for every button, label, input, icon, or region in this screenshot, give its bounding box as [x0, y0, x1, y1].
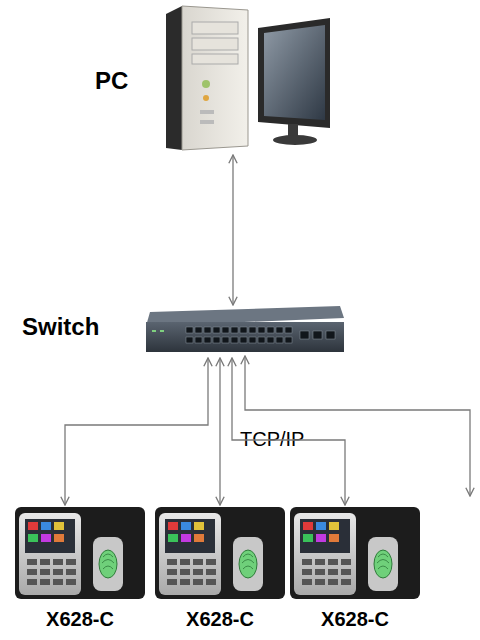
device-node: X628-C: [15, 505, 145, 635]
monitor: [258, 18, 330, 145]
network-link: [65, 358, 208, 505]
network-link: [219, 358, 220, 505]
node-label: PC: [95, 67, 128, 95]
switch-node: Switch: [20, 305, 348, 358]
node-label: X628-C: [186, 608, 254, 631]
protocol-label: TCP/IP: [240, 428, 304, 451]
node-label: X628-C: [46, 608, 114, 631]
network-link: [232, 155, 233, 305]
node-label: Switch: [22, 313, 99, 341]
node-label: X628-C: [321, 608, 389, 631]
open-link: [245, 356, 470, 496]
computer-node: PC: [90, 5, 335, 155]
network-link: [232, 358, 345, 505]
network-switch: [146, 306, 344, 352]
device-node: X628-C: [290, 505, 420, 635]
device-node: X628-C: [155, 505, 285, 635]
pc-tower: [166, 6, 248, 150]
